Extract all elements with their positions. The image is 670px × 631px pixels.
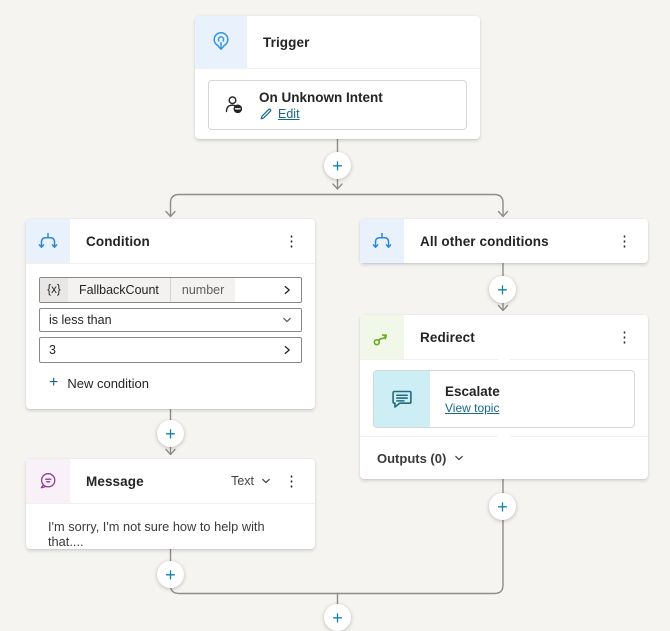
redirect-node: Redirect ⋮ Escalate View topic Outputs (… <box>360 315 648 479</box>
trigger-icon-tile <box>195 16 247 68</box>
add-node-button[interactable]: + <box>157 561 184 588</box>
variable-name: FallbackCount <box>68 278 171 302</box>
chevron-right-icon <box>284 345 290 355</box>
new-condition-button[interactable]: + New condition <box>49 375 302 391</box>
more-options-button[interactable]: ⋮ <box>617 232 632 250</box>
all-other-conditions-header: All other conditions ⋮ <box>360 219 648 263</box>
outputs-toggle[interactable]: Outputs (0) <box>360 436 648 479</box>
redirect-icon <box>373 334 387 346</box>
redirect-node-title: Redirect <box>420 329 475 345</box>
redirect-node-header: Redirect ⋮ <box>360 315 648 360</box>
condition-icon-tile <box>360 219 404 263</box>
message-text[interactable]: I'm sorry, I'm not sure how to help with… <box>48 519 265 549</box>
message-type-dropdown[interactable]: Text <box>231 474 272 488</box>
new-condition-label: New condition <box>67 375 149 391</box>
condition-node-header: Condition ⋮ <box>26 219 315 264</box>
trigger-item-title: On Unknown Intent <box>259 89 383 105</box>
topic-title: Escalate <box>445 383 500 399</box>
add-node-button[interactable]: + <box>324 152 351 179</box>
message-bubble-icon <box>40 473 56 489</box>
more-options-button[interactable]: ⋮ <box>284 232 299 250</box>
insert-notch <box>497 436 511 442</box>
add-node-button[interactable]: + <box>489 493 516 520</box>
plus-icon: + <box>49 374 59 391</box>
insert-notch <box>497 358 511 364</box>
branch-condition-icon <box>372 232 392 248</box>
redirect-topic-card[interactable]: Escalate View topic <box>373 370 635 428</box>
trigger-node: Trigger On Unknown Intent Edit <box>195 16 480 139</box>
condition-value-row[interactable]: 3 <box>39 337 302 363</box>
more-options-button[interactable]: ⋮ <box>284 472 299 490</box>
outputs-label: Outputs (0) <box>377 450 447 466</box>
trigger-node-header: Trigger <box>195 16 480 69</box>
branch-condition-icon <box>38 232 58 248</box>
topic-chat-icon <box>392 390 412 408</box>
unknown-intent-person-icon <box>225 96 243 114</box>
message-node-title: Message <box>86 473 144 489</box>
pencil-icon <box>260 108 272 119</box>
arrowhead-icon <box>165 448 176 456</box>
edit-trigger-link[interactable]: Edit <box>278 106 300 121</box>
redirect-icon-tile <box>360 315 404 359</box>
chevron-down-icon <box>455 455 464 461</box>
arrowhead-icon <box>497 304 509 312</box>
condition-variable-row[interactable]: {x} FallbackCount number <box>39 277 302 303</box>
add-node-button[interactable]: + <box>157 420 184 447</box>
arrowhead-icon <box>497 210 509 218</box>
all-other-conditions-title: All other conditions <box>420 233 549 249</box>
chevron-down-icon <box>262 478 270 484</box>
view-topic-link[interactable]: View topic <box>445 400 500 415</box>
condition-operator-dropdown[interactable]: is less than <box>39 308 302 332</box>
message-node-header: Message Text ⋮ <box>26 459 315 504</box>
message-node: Message Text ⋮ I'm sorry, I'm not sure h… <box>26 459 315 549</box>
all-other-conditions-node: All other conditions ⋮ <box>360 219 648 263</box>
variable-type: number <box>170 278 236 302</box>
trigger-icon <box>213 31 229 52</box>
trigger-node-title: Trigger <box>263 34 310 50</box>
connector-branch-split <box>169 193 504 217</box>
add-node-button[interactable]: + <box>324 604 351 631</box>
condition-node: Condition ⋮ {x} FallbackCount number is … <box>26 219 315 409</box>
operator-value: is less than <box>49 313 112 327</box>
connector-message-merge <box>169 548 339 595</box>
chevron-down-icon <box>283 317 291 323</box>
variable-fx-badge: {x} <box>40 278 68 302</box>
chevron-right-icon <box>284 285 290 295</box>
arrowhead-icon <box>332 183 343 190</box>
trigger-item-card[interactable]: On Unknown Intent Edit <box>208 80 467 130</box>
condition-node-title: Condition <box>86 233 150 249</box>
arrowhead-icon <box>165 210 176 218</box>
condition-icon-tile <box>26 219 70 263</box>
connector-redirect-merge <box>336 478 504 595</box>
escalate-icon-tile <box>374 371 430 427</box>
condition-value: 3 <box>49 343 56 357</box>
message-type-value: Text <box>231 474 254 488</box>
message-icon-tile <box>26 459 70 503</box>
add-node-button[interactable]: + <box>489 276 516 303</box>
variable-chip: {x} FallbackCount number <box>40 278 236 302</box>
more-options-button[interactable]: ⋮ <box>617 328 632 346</box>
